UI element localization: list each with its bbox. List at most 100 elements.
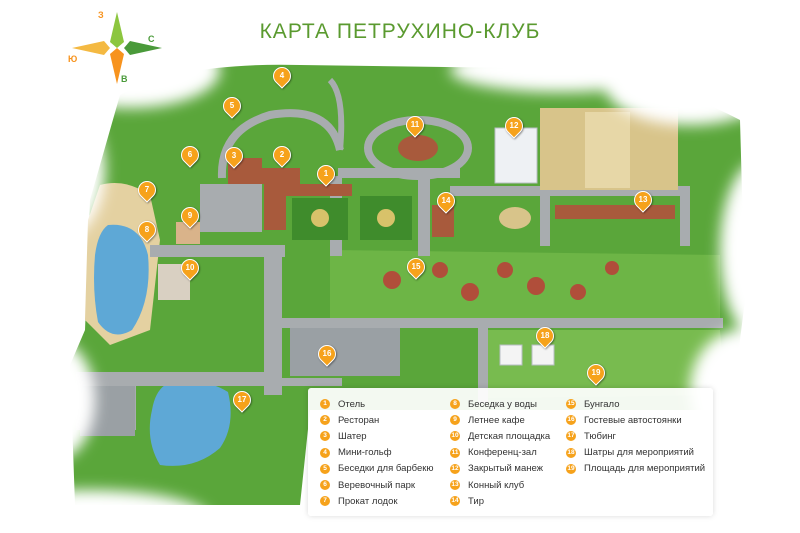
- road-curve: [327, 77, 345, 151]
- legend-marker-icon: 12: [450, 463, 460, 474]
- lake-lower: [149, 381, 231, 466]
- grass-light-area: [330, 250, 720, 320]
- map-marker-4-label: 4: [279, 71, 285, 80]
- lake-upper: [94, 224, 149, 335]
- legend-marker-icon: 2: [320, 415, 330, 426]
- legend-column-1: 1 Отель 2 Ресторан 3 Шатер 4 Мини-гольф 5 Бес…: [320, 396, 434, 509]
- legend-marker-icon: 7: [320, 496, 330, 507]
- legend-marker-icon: 10: [450, 431, 460, 442]
- legend-item[interactable]: 19 Площадь для мероприятий: [566, 461, 705, 477]
- legend-label: Детская площадка: [468, 430, 551, 442]
- legend-column-2: 8 Беседка у воды 9 Летнее кафе 10 Детская п…: [450, 396, 550, 509]
- paddock-circle: [499, 207, 531, 229]
- legend-label: Шатер: [338, 430, 367, 442]
- legend-item[interactable]: 13 Конный клуб: [450, 477, 550, 493]
- hotel-building: [228, 158, 352, 230]
- map-marker-13-label: 13: [638, 195, 648, 204]
- legend-item[interactable]: 2 Ресторан: [320, 412, 434, 428]
- horse-club-building: [555, 205, 675, 219]
- legend-item[interactable]: 10 Детская площадка: [450, 428, 550, 444]
- map-marker-7-label: 7: [144, 185, 150, 194]
- legend-marker-icon: 19: [566, 463, 576, 474]
- summer-cafe: [176, 222, 200, 244]
- map-marker-14-label: 14: [441, 196, 451, 205]
- legend-label: Конный клуб: [468, 479, 525, 491]
- legend-item[interactable]: 4 Мини-гольф: [320, 445, 434, 461]
- legend-marker-icon: 17: [566, 431, 576, 442]
- map-marker-16-label: 16: [322, 349, 332, 358]
- legend-item[interactable]: 1 Отель: [320, 396, 434, 412]
- legend-marker-icon: 14: [450, 496, 460, 507]
- map-marker-9-label: 9: [187, 211, 193, 220]
- legend-label: Бунгало: [584, 398, 620, 410]
- legend-marker-icon: 9: [450, 415, 460, 426]
- legend-label: Ресторан: [338, 414, 380, 426]
- map-marker-8-label: 8: [144, 225, 150, 234]
- map-marker-17-label: 17: [237, 395, 247, 404]
- map-marker-15-label: 15: [411, 262, 421, 271]
- riding-field-inner: [585, 112, 630, 188]
- map-marker-12-label: 12: [509, 121, 519, 130]
- legend-item[interactable]: 6 Веревочный парк: [320, 477, 434, 493]
- legend-label: Беседка у воды: [468, 398, 537, 410]
- legend-marker-icon: 18: [566, 447, 576, 458]
- legend-item[interactable]: 15 Бунгало: [566, 396, 705, 412]
- map-marker-6-label: 6: [187, 150, 193, 159]
- legend-item[interactable]: 5 Беседки для барбекю: [320, 461, 434, 477]
- legend-marker-icon: 13: [450, 480, 460, 491]
- shooting-range-building: [432, 205, 454, 237]
- legend-item[interactable]: 3 Шатер: [320, 428, 434, 444]
- legend-item[interactable]: 18 Шатры для мероприятий: [566, 445, 705, 461]
- legend-label: Шатры для мероприятий: [584, 447, 694, 459]
- legend-label: Веревочный парк: [338, 479, 416, 491]
- garden-ornament-1: [311, 209, 329, 227]
- legend-marker-icon: 6: [320, 480, 330, 491]
- compass-east-label: С: [148, 34, 155, 44]
- legend-marker-icon: 11: [450, 447, 460, 458]
- legend-label: Мини-гольф: [338, 447, 392, 459]
- legend-label: Летнее кафе: [468, 414, 525, 426]
- event-tent-1: [499, 344, 523, 366]
- cloud-frame: [0, 32, 800, 533]
- legend-label: Прокат лодок: [338, 495, 398, 507]
- event-tent-2: [531, 344, 555, 366]
- map-title: КАРТА ПЕТРУХИНО-КЛУБ: [259, 20, 541, 43]
- compass-west-label: Ю: [68, 54, 78, 64]
- legend-marker-icon: 4: [320, 447, 330, 458]
- conference-hall: [398, 135, 438, 161]
- map-marker-19-label: 19: [591, 368, 601, 377]
- legend-marker-icon: 3: [320, 431, 330, 442]
- legend-item[interactable]: 9 Летнее кафе: [450, 412, 550, 428]
- map-marker-10-label: 10: [185, 263, 195, 272]
- garden-ornament-2: [377, 209, 395, 227]
- legend-item[interactable]: 7 Прокат лодок: [320, 493, 434, 509]
- compass-north-label: З: [98, 10, 104, 20]
- map-marker-11-label: 11: [410, 120, 420, 129]
- legend-label: Беседки для барбекю: [338, 463, 434, 475]
- compass-south-label: В: [121, 74, 128, 84]
- legend-label: Конференц-зал: [468, 447, 537, 459]
- legend-marker-icon: 15: [566, 399, 576, 410]
- map-marker-18-label: 18: [540, 331, 550, 340]
- indoor-arena: [494, 127, 538, 184]
- map-marker-2-label: 2: [279, 150, 285, 159]
- legend-label: Гостевые автостоянки: [584, 414, 682, 426]
- map-marker-1-label: 1: [323, 169, 329, 178]
- legend-item[interactable]: 8 Беседка у воды: [450, 396, 550, 412]
- legend-item[interactable]: 11 Конференц-зал: [450, 445, 550, 461]
- legend-marker-icon: 5: [320, 463, 330, 474]
- legend-marker-icon: 8: [450, 399, 460, 410]
- compass-star-icon: [72, 12, 162, 84]
- map-marker-5-label: 5: [229, 101, 235, 110]
- legend-label: Отель: [338, 398, 366, 410]
- map-marker-3-label: 3: [231, 151, 237, 160]
- legend-label: Площадь для мероприятий: [584, 463, 706, 475]
- parking-lot: [290, 328, 400, 376]
- map-legend: 1 Отель 2 Ресторан 3 Шатер 4 Мини-гольф 5 Бес…: [308, 388, 713, 516]
- legend-marker-icon: 1: [320, 399, 330, 410]
